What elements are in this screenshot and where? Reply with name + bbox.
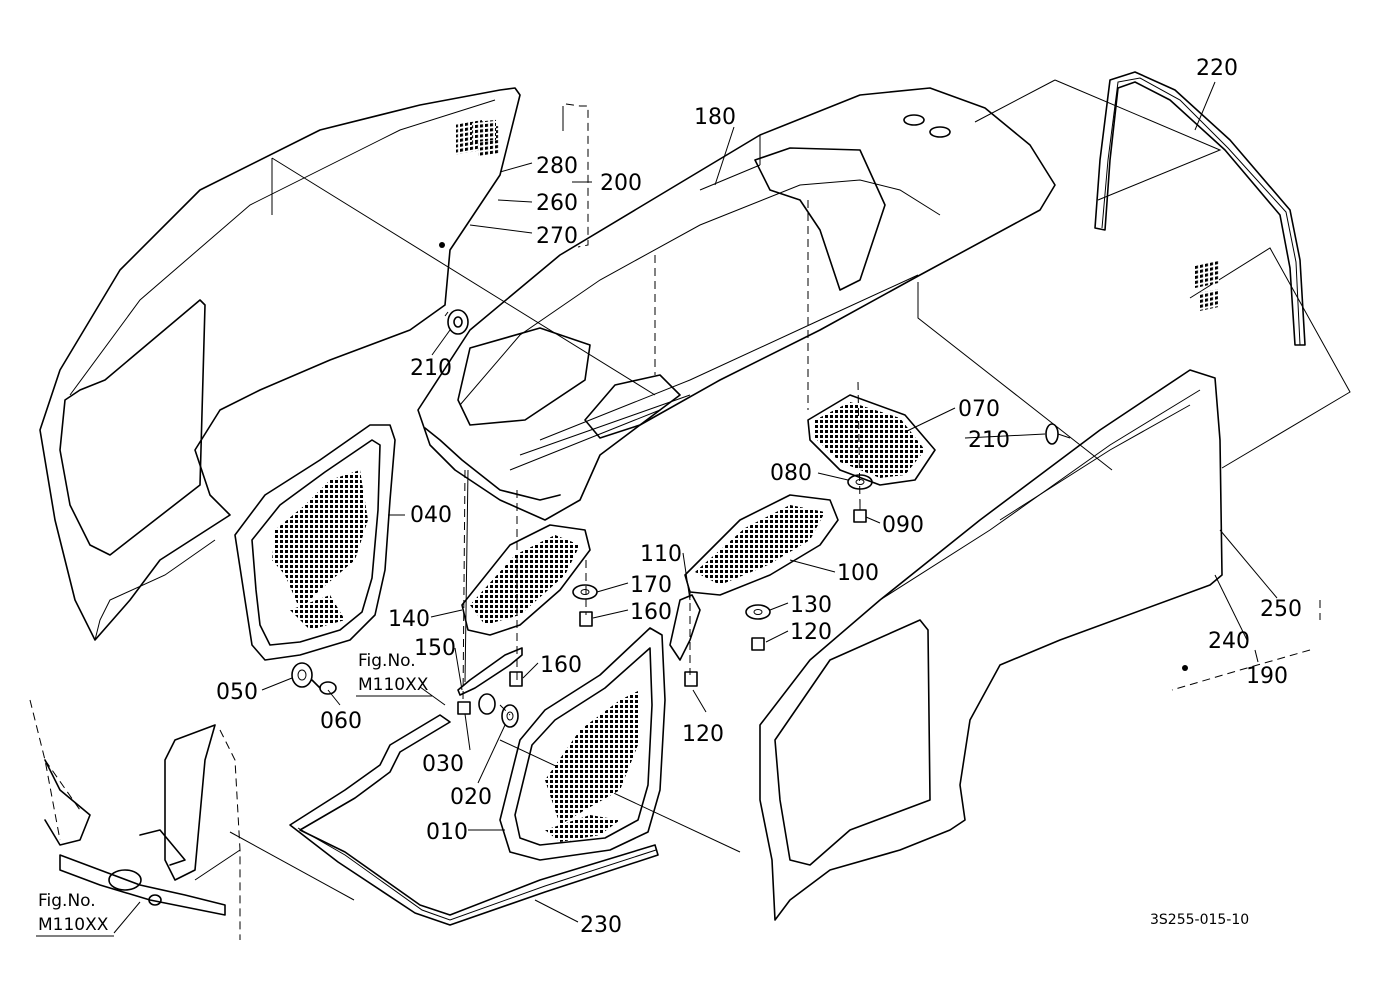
label-130: 130 <box>790 593 832 618</box>
fig-ref-upper-line2: M110XX <box>358 675 429 695</box>
reference-subfigure-lower-left <box>29 699 241 940</box>
part-160-bolt-lower <box>509 671 523 687</box>
fig-ref-upper-line1: Fig.No. <box>358 651 416 671</box>
part-labels: 180 220 280 260 270 200 210 040 070 210 … <box>216 56 1302 938</box>
label-120-lower: 120 <box>682 722 724 747</box>
alignment-dashes <box>462 103 1321 716</box>
label-080: 080 <box>770 461 812 486</box>
label-120-right: 120 <box>790 620 832 645</box>
part-070-mesh-plate <box>807 394 936 486</box>
part-120-bolt-right <box>751 637 765 651</box>
label-220: 220 <box>1196 56 1238 81</box>
part-200-left-rear-panel <box>39 87 521 641</box>
label-040: 040 <box>410 503 452 528</box>
part-110-bracket <box>669 594 701 661</box>
part-040-left-window <box>234 424 396 661</box>
part-010-right-window <box>499 627 666 861</box>
part-130-washer <box>745 604 771 620</box>
label-200: 200 <box>600 171 642 196</box>
fig-ref-lower-line2: M110XX <box>38 915 109 935</box>
label-100: 100 <box>837 561 879 586</box>
assembly-reference-lines <box>229 79 1351 901</box>
label-090: 090 <box>882 513 924 538</box>
label-010: 010 <box>426 820 468 845</box>
label-190: 190 <box>1246 664 1288 689</box>
part-210-knob-right <box>1045 423 1071 445</box>
label-210-left: 210 <box>410 356 452 381</box>
label-180: 180 <box>694 105 736 130</box>
part-220-arch-strip <box>1094 71 1306 346</box>
label-250: 250 <box>1260 597 1302 622</box>
label-070: 070 <box>958 397 1000 422</box>
label-260: 260 <box>536 191 578 216</box>
label-060: 060 <box>320 709 362 734</box>
part-120-bolt-lower <box>684 671 698 687</box>
part-060-bolt <box>311 679 337 695</box>
label-030: 030 <box>422 752 464 777</box>
label-210-right: 210 <box>968 428 1010 453</box>
part-170-washer <box>572 584 598 600</box>
label-160-upper: 160 <box>630 600 672 625</box>
decal-250 <box>1195 260 1219 288</box>
part-020-washer <box>478 693 519 728</box>
label-280: 280 <box>536 154 578 179</box>
decal-240 <box>1200 289 1218 311</box>
part-050-washer <box>291 662 313 688</box>
label-020: 020 <box>450 785 492 810</box>
figure-reference-lower: Fig.No. M110XX <box>36 891 114 937</box>
drawing-code: 3S255-015-10 <box>1150 912 1249 928</box>
label-160-lower: 160 <box>540 653 582 678</box>
decal-280 <box>472 119 496 143</box>
part-150-strap <box>457 469 523 696</box>
part-180-roof-panel <box>417 87 1056 521</box>
part-210-knob-left <box>444 309 469 335</box>
part-030-bolt <box>457 701 471 715</box>
fig-ref-lower-line1: Fig.No. <box>38 891 96 911</box>
label-150: 150 <box>414 636 456 661</box>
label-170: 170 <box>630 573 672 598</box>
part-230-weather-strip <box>289 714 659 926</box>
part-160-bolt-upper <box>579 611 593 627</box>
leader-lines <box>113 81 1278 934</box>
figure-reference-upper: Fig.No. M110XX <box>356 651 432 697</box>
part-100-mesh-bracket <box>684 494 839 596</box>
label-240: 240 <box>1208 629 1250 654</box>
label-110: 110 <box>640 542 682 567</box>
label-140: 140 <box>388 607 430 632</box>
label-270: 270 <box>536 224 578 249</box>
part-140-mesh-bracket <box>461 524 591 636</box>
label-050: 050 <box>216 680 258 705</box>
part-190-right-side-panel <box>759 260 1223 921</box>
label-230: 230 <box>580 913 622 938</box>
